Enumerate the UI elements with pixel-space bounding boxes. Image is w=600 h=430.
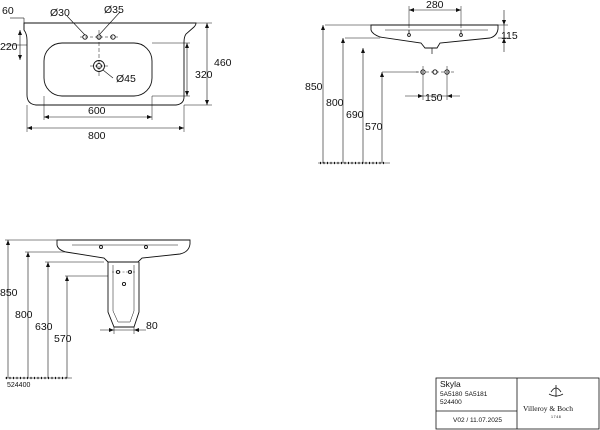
basin-outline-top <box>23 22 197 106</box>
front-view <box>5 239 191 380</box>
front-drawing-code: 524400 <box>7 382 30 389</box>
top-view <box>5 11 212 132</box>
dim-height-850: 850 <box>305 81 323 93</box>
dim-basin-depth-320: 320 <box>195 69 213 81</box>
dim-pedestal-80: 80 <box>146 320 158 332</box>
brand-name: Villeroy & Boch <box>523 404 573 413</box>
pedestal-outline <box>107 262 140 328</box>
dim-front-height-800: 800 <box>15 309 33 321</box>
front-view-arrows <box>6 240 139 332</box>
title-article-a: 5A5180 <box>440 391 463 398</box>
dim-overall-width-800: 800 <box>88 130 106 142</box>
title-article-b: 5A5181 <box>465 391 488 398</box>
title-pedestal-code: 524400 <box>440 399 462 406</box>
side-view <box>318 6 508 165</box>
brand-logo-icon <box>548 385 564 397</box>
title-series: Skyla <box>440 379 461 389</box>
dim-depth-460: 460 <box>214 57 232 69</box>
title-version: V02 / 11.07.2025 <box>453 417 502 424</box>
title-block <box>435 377 600 430</box>
basin-section-side <box>370 24 499 49</box>
dim-overflow-dia: Ø35 <box>104 4 124 16</box>
dim-height-570: 570 <box>365 121 383 133</box>
dim-hole-spacing-150: 150 <box>425 92 443 104</box>
side-view-arrows <box>321 8 506 98</box>
dim-edge-60: 60 <box>2 5 14 17</box>
bowl-outline-top <box>43 42 153 97</box>
basin-section-front <box>56 239 191 263</box>
dim-front-height-850: 850 <box>0 287 18 299</box>
dim-offset-220: 220 <box>0 41 18 53</box>
dim-tap-spacing-280: 280 <box>426 0 444 11</box>
dim-height-690: 690 <box>346 109 364 121</box>
dim-height-800: 800 <box>326 97 344 109</box>
top-view-arrows <box>18 23 209 130</box>
dim-tap-hole-dia: Ø30 <box>50 7 70 19</box>
brand-established: 1748 <box>551 415 561 419</box>
dim-waste-dia: Ø45 <box>116 73 136 85</box>
dim-front-height-630: 630 <box>35 321 53 333</box>
dim-front-height-570: 570 <box>54 333 72 345</box>
dim-bowl-width-600: 600 <box>88 105 106 117</box>
dim-height-115: 115 <box>501 30 518 42</box>
